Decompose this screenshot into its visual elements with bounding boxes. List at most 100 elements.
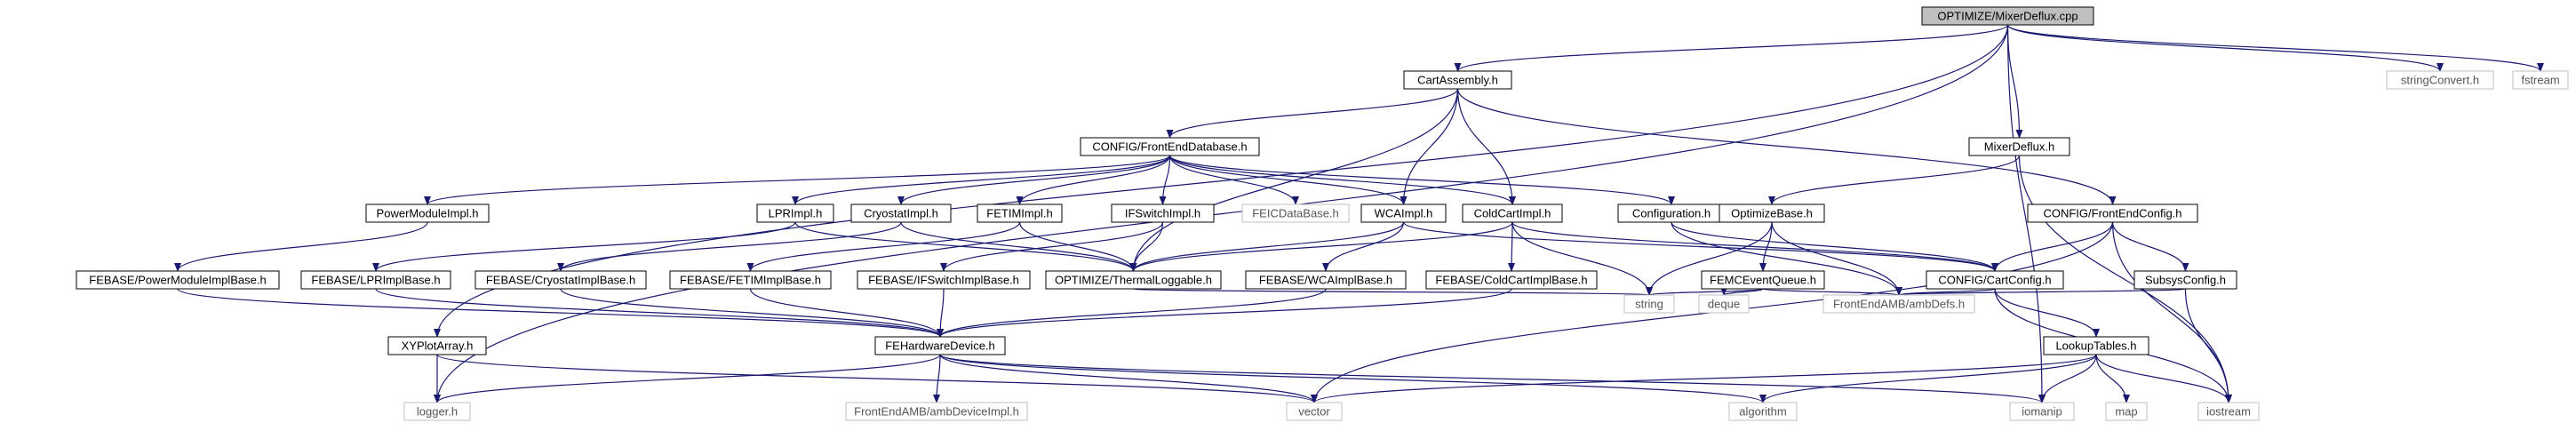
node-config-frontendconfig-h[interactable]: CONFIG/FrontEndConfig.h (2027, 204, 2198, 223)
node-femceventqueue-h[interactable]: FEMCEventQueue.h (1701, 270, 1825, 290)
node-box (1968, 137, 2070, 156)
node-label: FEBASE/IFSwitchImplBase.h (868, 273, 1019, 286)
edge-wcaimpl-h-to-optimize-thermalloggable-h (1129, 221, 1405, 272)
node-box (669, 270, 832, 290)
edge-config-frontenddatabase-h-to-ifswitchimpl-h (1159, 155, 1171, 205)
node-cartassembly-h[interactable]: CartAssembly.h (1403, 70, 1512, 90)
node-wcaimpl-h[interactable]: WCAImpl.h (1360, 204, 1447, 223)
node-box (756, 204, 834, 223)
edge-config-frontenddatabase-h-to-lprimpl-h (792, 155, 1171, 205)
edge-coldcartimpl-h-to-string (1511, 221, 1653, 296)
node-iostream: iostream (2197, 402, 2260, 421)
node-frontendamb-ambdefs-h: FrontEndAMB/ambDefs.h (1822, 294, 1975, 314)
edge-lookuptables-h-to-iomanip (2038, 354, 2097, 403)
node-ifswitchimpl-h[interactable]: IFSwitchImpl.h (1111, 204, 1215, 223)
edge-ifswitchimpl-h-to-febase-ifswitchimplbase-h (940, 221, 1164, 272)
node-box (1080, 137, 1260, 156)
node-box (1462, 204, 1563, 223)
edge-layer (174, 24, 2544, 403)
node-powermoduleimpl-h[interactable]: PowerModuleImpl.h (365, 204, 490, 223)
node-box (2197, 402, 2260, 421)
edge-optimize-mixerdeflux-cpp-to-cartassembly-h (1454, 24, 2009, 72)
node-box (1921, 6, 2094, 26)
node-subsysconfig-h[interactable]: SubsysConfig.h (2133, 270, 2237, 290)
edge-fetimimpl-h-to-febase-fetimimplbase-h (746, 221, 1021, 272)
node-label: Configuration.h (1632, 206, 1711, 219)
edge-femceventqueue-h-to-frontendamb-ambdefs-h (1762, 286, 1902, 296)
node-febase-wcaimplbase-h[interactable]: FEBASE/WCAImplBase.h (1245, 270, 1407, 290)
node-box (2027, 204, 2198, 223)
node-optimizebase-h[interactable]: OptimizeBase.h (1719, 204, 1825, 223)
edge-cartassembly-h-to-config-frontendconfig-h (1456, 88, 2117, 205)
node-box (1698, 294, 1750, 314)
node-label: CONFIG/FrontEndConfig.h (2043, 206, 2181, 219)
node-lookuptables-h[interactable]: LookupTables.h (2043, 336, 2149, 355)
edge-config-frontendconfig-h-to-subsysconfig-h (2111, 221, 2189, 272)
edge-optimizebase-h-to-string (1646, 221, 1773, 296)
node-febase-coldcartimplbase-h[interactable]: FEBASE/ColdCartImplBase.h (1425, 270, 1598, 290)
node-label: OPTIMIZE/MixerDeflux.cpp (1937, 9, 2078, 22)
node-label: CONFIG/CartConfig.h (1938, 273, 2051, 286)
edge-configuration-h-to-config-cartconfig-h (1671, 221, 1998, 272)
edge-config-frontenddatabase-h-to-powermoduleimpl-h (424, 155, 1171, 205)
node-box (300, 270, 451, 290)
node-box (1926, 270, 2064, 290)
node-optimize-mixerdeflux-cpp[interactable]: OPTIMIZE/MixerDeflux.cpp (1921, 6, 2094, 26)
node-box (2043, 336, 2149, 355)
edge-cartassembly-h-to-optimize-thermalloggable-h (1129, 88, 1459, 272)
node-label: deque (1708, 297, 1740, 310)
node-box (1403, 70, 1512, 90)
node-label: FEBASE/ColdCartImplBase.h (1435, 273, 1587, 286)
node-box (1111, 204, 1215, 223)
edge-fehardwaredevice-h-to-vector (939, 354, 1318, 403)
node-label: LPRImpl.h (769, 206, 823, 219)
edge-lookuptables-h-to-vector (1311, 354, 2097, 403)
edge-config-frontenddatabase-h-to-wcaimpl-h (1168, 155, 1408, 205)
node-box (1045, 270, 1222, 290)
node-febase-fetimimplbase-h[interactable]: FEBASE/FETIMImplBase.h (669, 270, 832, 290)
node-febase-ifswitchimplbase-h[interactable]: FEBASE/IFSwitchImplBase.h (857, 270, 1031, 290)
node-label: logger.h (417, 404, 458, 418)
node-stringconvert-h: stringConvert.h (2386, 70, 2494, 90)
node-label: map (2115, 404, 2137, 418)
edge-optimize-thermalloggable-h-to-string (1132, 286, 1652, 296)
edge-febase-ifswitchimplbase-h-to-fehardwaredevice-h (937, 288, 945, 338)
node-label: FEHardwareDevice.h (885, 339, 995, 352)
node-configuration-h[interactable]: Configuration.h (1617, 204, 1726, 223)
edge-xyplotarray-h-to-vector (436, 354, 1318, 403)
node-lprimpl-h[interactable]: LPRImpl.h (756, 204, 834, 223)
node-label: MixerDeflux.h (1984, 140, 2054, 153)
node-box (2133, 270, 2237, 290)
node-label: FEBASE/LPRImplBase.h (311, 273, 440, 286)
node-coldcartimpl-h[interactable]: ColdCartImpl.h (1462, 204, 1563, 223)
node-fetimimpl-h[interactable]: FETIMImpl.h (977, 204, 1063, 223)
node-xyplotarray-h[interactable]: XYPlotArray.h (387, 336, 487, 355)
node-box (874, 336, 1006, 355)
node-febase-lprimplbase-h[interactable]: FEBASE/LPRImplBase.h (300, 270, 451, 290)
node-label: FETIMImpl.h (986, 206, 1052, 219)
node-label: OPTIMIZE/ThermalLoggable.h (1055, 273, 1212, 286)
node-optimize-thermalloggable-h[interactable]: OPTIMIZE/ThermalLoggable.h (1045, 270, 1222, 290)
node-mixerdeflux-h[interactable]: MixerDeflux.h (1968, 137, 2070, 156)
node-label: FrontEndAMB/ambDeviceImpl.h (854, 404, 1019, 418)
edge-febase-coldcartimplbase-h-to-fehardwaredevice-h (937, 288, 1512, 338)
node-iomanip: iomanip (2009, 402, 2075, 421)
edge-fetimimpl-h-to-optimize-thermalloggable-h (1018, 221, 1137, 272)
node-box (1822, 294, 1975, 314)
node-cryostatimpl-h[interactable]: CryostatImpl.h (850, 204, 952, 223)
node-config-frontenddatabase-h[interactable]: CONFIG/FrontEndDatabase.h (1080, 137, 1260, 156)
node-fehardwaredevice-h[interactable]: FEHardwareDevice.h (874, 336, 1006, 355)
edge-wcaimpl-h-to-febase-wcaimplbase-h (1322, 221, 1405, 272)
edge-wcaimpl-h-to-config-cartconfig-h (1402, 221, 1998, 272)
node-febase-cryostatimplbase-h[interactable]: FEBASE/CryostatImplBase.h (475, 270, 647, 290)
node-febase-powermoduleimplbase-h[interactable]: FEBASE/PowerModuleImplBase.h (76, 270, 280, 290)
node-label: CartAssembly.h (1417, 73, 1498, 86)
edge-cartassembly-h-to-wcaimpl-h (1400, 88, 1459, 205)
node-config-cartconfig-h[interactable]: CONFIG/CartConfig.h (1926, 270, 2064, 290)
node-label: string (1635, 297, 1663, 310)
edge-lookuptables-h-to-iostream (2095, 354, 2232, 403)
edge-lprimpl-h-to-febase-lprimplbase-h (372, 221, 796, 272)
edge-febase-lprimplbase-h-to-fehardwaredevice-h (375, 288, 944, 338)
edge-fehardwaredevice-h-to-logger-h (434, 354, 941, 403)
